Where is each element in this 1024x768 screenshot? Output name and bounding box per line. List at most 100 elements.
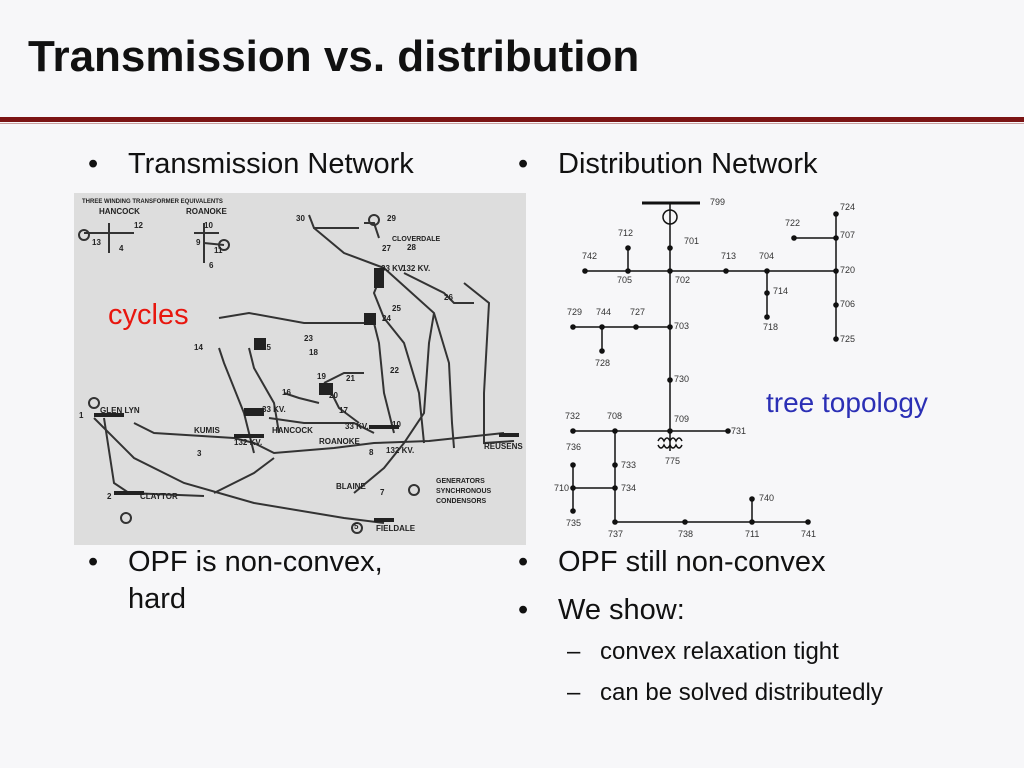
node-label-732: 732 — [565, 411, 580, 421]
transmission-label: 2 — [107, 492, 112, 501]
node-731 — [725, 428, 731, 434]
transmission-label: 10 — [204, 221, 213, 230]
transmission-label: 6 — [209, 261, 214, 270]
transmission-label: KUMIS — [194, 426, 220, 435]
node-label-712: 712 — [618, 228, 633, 238]
cycles-annotation: cycles — [108, 299, 189, 331]
node-735 — [570, 508, 576, 514]
node-701 — [667, 245, 673, 251]
node-label-704: 704 — [759, 251, 774, 261]
node-label-718: 718 — [763, 322, 778, 332]
node-740 — [749, 496, 755, 502]
node-744 — [599, 324, 605, 330]
node-label-731: 731 — [731, 426, 746, 436]
bullet-text: OPF is non-convex, — [128, 546, 383, 578]
transmission-label: 17 — [339, 406, 348, 415]
node-730 — [667, 377, 673, 383]
node-727 — [633, 324, 639, 330]
node-710 — [570, 485, 576, 491]
node-722 — [791, 235, 797, 241]
transmission-label: 132 KV. — [386, 446, 414, 455]
node-label-742: 742 — [582, 251, 597, 261]
transmission-bus-markers — [94, 268, 519, 522]
generator-symbols — [78, 214, 420, 534]
node-label-736: 736 — [566, 442, 581, 452]
bullet-dot: • — [518, 594, 529, 626]
transmission-label: FIELDALE — [376, 524, 416, 533]
node-label-702: 702 — [675, 275, 690, 285]
bullet-text: OPF still non-convex — [558, 546, 826, 578]
node-label-727: 727 — [630, 307, 645, 317]
node-label-724: 724 — [840, 202, 855, 212]
transmission-label: ROANOKE — [319, 437, 361, 446]
node-label-737: 737 — [608, 529, 623, 539]
node-label-701: 701 — [684, 236, 699, 246]
transmission-label: 33 KV. — [381, 264, 405, 273]
transmission-label: 7 — [380, 488, 385, 497]
node-711 — [749, 519, 755, 525]
transmission-label: 14 — [194, 343, 203, 352]
node-741 — [805, 519, 811, 525]
node-label-799: 799 — [710, 197, 725, 207]
transmission-network-svg: THREE WINDING TRANSFORMER EQUIVALENTSHAN… — [78, 199, 523, 534]
node-728 — [599, 348, 605, 354]
transmission-label: HANCOCK — [272, 426, 313, 435]
distribution-lines — [572, 201, 837, 523]
node-709 — [667, 428, 673, 434]
node-label-744: 744 — [596, 307, 611, 317]
node-label-707: 707 — [840, 230, 855, 240]
transmission-label: 16 — [282, 388, 291, 397]
transmission-label: ROANOKE — [186, 207, 228, 216]
node-label-735: 735 — [566, 518, 581, 528]
node-label-741: 741 — [801, 529, 816, 539]
bullet-text: Transmission Network — [128, 148, 414, 180]
node-713 — [723, 268, 729, 274]
node-734 — [612, 485, 618, 491]
transmission-label: HANCOCK — [99, 207, 140, 216]
node-708 — [612, 428, 618, 434]
sub-bullet-text: convex relaxation tight — [600, 638, 839, 665]
transmission-label: 11 — [214, 246, 223, 255]
transmission-label: 25 — [392, 304, 401, 313]
node-label-728: 728 — [595, 358, 610, 368]
node-706 — [833, 302, 839, 308]
tree-topology-annotation: tree topology — [766, 387, 928, 418]
transmission-label: 13 — [92, 238, 101, 247]
transmission-label: 9 — [196, 238, 201, 247]
transmission-lines — [84, 214, 515, 524]
transmission-label: 26 — [444, 293, 453, 302]
transmission-label: 19 — [317, 372, 326, 381]
node-label-734: 734 — [621, 483, 636, 493]
sub-bullet-dash: – — [567, 638, 581, 665]
node-707 — [833, 235, 839, 241]
node-label-710: 710 — [554, 483, 569, 493]
transmission-label: BLAINE — [336, 482, 366, 491]
node-label-738: 738 — [678, 529, 693, 539]
transmission-label: 30 — [296, 214, 305, 223]
node-703 — [667, 324, 673, 330]
node-label-722: 722 — [785, 218, 800, 228]
bullet-text: Distribution Network — [558, 148, 818, 180]
node-label-725: 725 — [840, 334, 855, 344]
distribution-nodes — [570, 211, 839, 525]
node-718 — [764, 314, 770, 320]
node-714 — [764, 290, 770, 296]
node-733 — [612, 462, 618, 468]
transmission-label: 15 — [262, 343, 271, 352]
transmission-label: 33 KV. — [345, 422, 369, 431]
node-720 — [833, 268, 839, 274]
transmission-label: 10 — [392, 420, 401, 429]
node-729 — [570, 324, 576, 330]
node-712 — [625, 245, 631, 251]
bullet-dot: • — [88, 148, 99, 180]
transmission-label: 3 — [197, 449, 202, 458]
node-label-706: 706 — [840, 299, 855, 309]
node-736 — [570, 462, 576, 468]
transmission-label: 132 KV. — [402, 264, 430, 273]
node-702 — [667, 268, 673, 274]
node-label-713: 713 — [721, 251, 736, 261]
transmission-label: 27 — [382, 244, 391, 253]
node-label-729: 729 — [567, 307, 582, 317]
transmission-label: 5 — [354, 522, 359, 531]
